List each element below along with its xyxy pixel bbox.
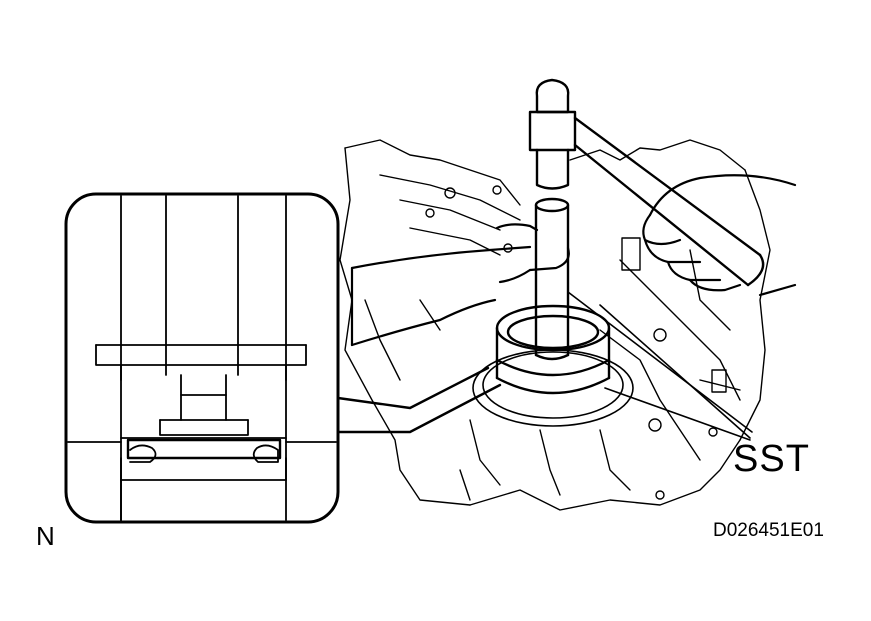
hammer xyxy=(528,78,765,287)
sst-installer xyxy=(495,304,611,395)
detail-callout-connector xyxy=(336,366,502,434)
sst-label: SST xyxy=(733,438,810,480)
figure-code-label: D026451E01 xyxy=(713,520,824,541)
right-hand xyxy=(642,174,797,297)
sst-handle xyxy=(534,197,570,361)
transmission-case xyxy=(339,139,771,511)
detail-cross-section xyxy=(67,195,337,521)
view-letter-label: N xyxy=(36,521,55,551)
left-hand xyxy=(350,223,570,347)
sst-leader-lines xyxy=(567,291,753,441)
detail-view-frame xyxy=(64,192,340,524)
